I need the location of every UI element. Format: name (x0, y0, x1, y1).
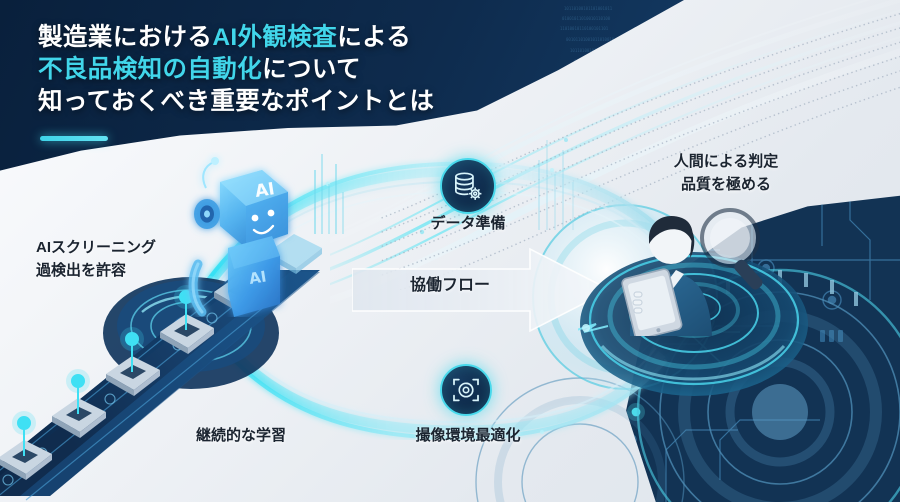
conveyor-chip (52, 398, 106, 438)
hud-rings-decoration (636, 268, 900, 502)
label-ai-screening-line2: 過検出を許容 (36, 262, 127, 280)
page-title: 製造業におけるAI外観検査による 不良品検知の自動化について 知っておくべき重要… (38, 22, 558, 118)
inspection-pin (120, 327, 144, 372)
inspection-pin (228, 245, 252, 290)
label-ai-screening-line1: AIスクリーニング (36, 239, 157, 256)
conveyor-chip (268, 234, 322, 274)
svg-text:00101101001011010010: 00101101001011010010 (588, 81, 637, 86)
inspection-pin (174, 285, 198, 330)
title-line-3: 知っておくべき重要なポイントとは (38, 87, 435, 115)
conveyor-chip (160, 314, 214, 354)
svg-text:001011010010110: 001011010010110 (628, 125, 665, 130)
data-bars-right-decoration (538, 140, 574, 230)
label-data-prep: データ準備 (430, 215, 506, 232)
database-gear-icon (454, 172, 482, 200)
camera-focus-icon (453, 378, 479, 402)
label-human-judgement-line1: 人間による判定 (673, 153, 779, 170)
svg-text:10110100101101001011: 10110100101101001011 (570, 48, 619, 53)
svg-text:1101001011010010: 1101001011010010 (616, 114, 655, 119)
label-capture-optimization: 撮像環境最適化 (415, 427, 521, 444)
ai-robot-icon: AI AI (188, 157, 288, 317)
inspection-pin (66, 369, 90, 414)
title-accent-bar (40, 136, 108, 141)
data-bars-decoration (314, 154, 344, 234)
circuit-traces-decoration (626, 196, 900, 502)
title-line-1: 製造業におけるAI外観検査による (38, 24, 412, 51)
magnifying-glass-icon (700, 208, 763, 290)
inspector-person-icon (621, 208, 763, 336)
svg-text:0100101101001011: 0100101101001011 (606, 103, 645, 108)
conveyor-drum-decoration (103, 277, 279, 389)
svg-text:00101101001011010010: 00101101001011010010 (566, 37, 615, 42)
label-human-judgement: 人間による判定 品質を極める (674, 150, 779, 197)
background-circuit-panel (626, 195, 900, 502)
conveyor-chip (106, 356, 160, 396)
svg-text:10110100101101001011: 10110100101101001011 (564, 6, 613, 11)
inspection-pin (12, 411, 36, 456)
svg-text:10110100101101001011: 10110100101101001011 (596, 92, 645, 97)
data-prep-badge[interactable] (440, 158, 496, 214)
capture-optimization-badge[interactable] (440, 364, 492, 416)
title-line-2: 不良品検知の自動化について (38, 55, 361, 83)
label-human-judgement-line2: 品質を極める (680, 176, 771, 194)
inspection-platform-rings (578, 252, 808, 396)
conveyor-chip (214, 274, 268, 314)
svg-text:10110100101101: 10110100101101 (640, 136, 674, 141)
svg-text:01001011010010110100: 01001011010010110100 (562, 16, 611, 21)
svg-text:AI: AI (254, 179, 276, 202)
label-ai-screening: AIスクリーニング 過検出を許容 (36, 236, 156, 283)
svg-text:11010010110100101101: 11010010110100101101 (560, 26, 609, 31)
label-collab-flow: 協働フロー (410, 277, 491, 294)
svg-text:AI: AI (248, 267, 268, 287)
label-continuous-learning: 継続的な学習 (196, 427, 287, 444)
svg-text:01001011010010110100: 01001011010010110100 (574, 59, 623, 64)
conveyor-chip (0, 440, 52, 480)
code-texture-decoration: 10110100101101001011 0100101101001011010… (560, 6, 701, 163)
svg-text:11010010110100101101: 11010010110100101101 (580, 70, 629, 75)
